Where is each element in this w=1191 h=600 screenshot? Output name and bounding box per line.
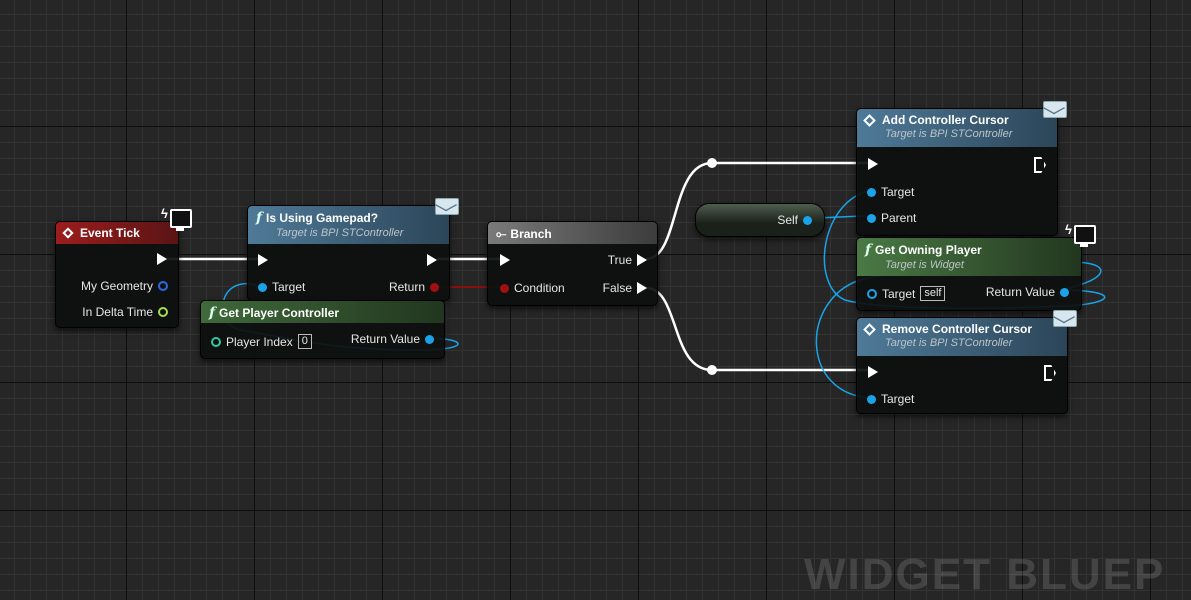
return-value-pin[interactable]: Return Value bbox=[351, 332, 434, 346]
function-f-icon: f bbox=[256, 210, 263, 226]
exec-in-pin-icon[interactable] bbox=[868, 158, 878, 170]
bool-pin-icon bbox=[500, 283, 509, 293]
self-label: Self bbox=[777, 213, 798, 227]
player-index-input[interactable]: 0 bbox=[297, 334, 312, 349]
return-value-label: Return Value bbox=[350, 332, 420, 346]
object-pin-icon bbox=[1060, 287, 1069, 297]
monitor-icon bbox=[170, 209, 192, 231]
object-pin-icon bbox=[867, 288, 877, 299]
monitor-icon bbox=[1074, 225, 1096, 247]
branch-icon: ⟜ bbox=[496, 226, 507, 241]
player-index-pin[interactable]: Player Index 0 bbox=[211, 334, 312, 349]
function-f-icon: f bbox=[209, 305, 216, 321]
widget-blueprint-watermark: WIDGET BLUEP bbox=[804, 550, 1166, 599]
in-delta-time-pin[interactable]: In Delta Time bbox=[82, 305, 168, 319]
target-label: Target bbox=[882, 286, 916, 301]
condition-label: Condition bbox=[514, 281, 565, 295]
lightning-icon: ϟ bbox=[1065, 222, 1072, 237]
exec-in-pin-icon[interactable] bbox=[500, 254, 510, 266]
object-pin-icon bbox=[803, 215, 812, 225]
event-tick-header: Event Tick bbox=[56, 222, 178, 244]
get-owning-player-subtitle: Target is Widget bbox=[885, 259, 964, 271]
function-diamond-icon bbox=[863, 322, 876, 336]
event-tick-node[interactable]: Event Tick My Geometry In Delta Time bbox=[55, 221, 179, 328]
false-label: False bbox=[602, 281, 632, 295]
remove-controller-cursor-header: Remove Controller Cursor Target is BPI S… bbox=[857, 318, 1067, 356]
object-pin-icon bbox=[425, 334, 434, 344]
my-geometry-pin[interactable]: My Geometry bbox=[81, 279, 168, 293]
return-pin[interactable]: Return bbox=[389, 280, 439, 294]
in-delta-time-label: In Delta Time bbox=[82, 305, 153, 319]
true-pin[interactable]: True bbox=[608, 253, 647, 267]
false-pin[interactable]: False bbox=[603, 281, 647, 295]
add-controller-cursor-title: Add Controller Cursor bbox=[882, 113, 1009, 127]
player-index-label: Player Index bbox=[226, 334, 293, 349]
object-pin-icon bbox=[867, 213, 876, 223]
condition-pin[interactable]: Condition bbox=[500, 281, 565, 295]
exec-out-pin-icon bbox=[637, 282, 647, 294]
self-pin[interactable]: Self bbox=[777, 213, 812, 227]
struct-pin-icon bbox=[158, 281, 168, 291]
get-owning-player-title: Get Owning Player bbox=[875, 243, 982, 257]
branch-node[interactable]: ⟜Branch True Condition False bbox=[487, 221, 658, 306]
target-label: Target bbox=[881, 185, 915, 199]
remove-controller-cursor-subtitle: Target is BPI STController bbox=[885, 337, 1013, 349]
return-value-pin[interactable]: Return Value bbox=[986, 285, 1069, 299]
target-label: Target bbox=[272, 280, 306, 294]
is-using-gamepad-title: Is Using Gamepad? bbox=[266, 211, 379, 225]
target-pin[interactable]: Target bbox=[867, 392, 914, 406]
exec-out-pin-icon bbox=[637, 254, 647, 266]
object-pin-icon bbox=[867, 187, 876, 197]
target-self-input[interactable]: self bbox=[920, 286, 946, 301]
parent-pin[interactable]: Parent bbox=[867, 211, 916, 225]
exec-wire-false bbox=[645, 286, 868, 372]
add-controller-cursor-header: Add Controller Cursor Target is BPI STCo… bbox=[857, 109, 1057, 147]
event-diamond-icon bbox=[62, 227, 74, 239]
true-label: True bbox=[607, 253, 632, 267]
target-pin[interactable]: Target bbox=[867, 185, 914, 199]
return-value-label: Return Value bbox=[985, 285, 1055, 299]
float-pin-icon bbox=[158, 307, 168, 317]
interface-message-icon bbox=[435, 198, 459, 215]
my-geometry-label: My Geometry bbox=[80, 279, 153, 293]
exec-in-pin-icon[interactable] bbox=[258, 254, 268, 266]
parent-label: Parent bbox=[881, 211, 917, 225]
target-label: Target bbox=[881, 392, 915, 406]
exec-in-pin-icon[interactable] bbox=[868, 366, 878, 378]
add-controller-cursor-subtitle: Target is BPI STController bbox=[885, 128, 1013, 140]
int-pin-icon bbox=[211, 336, 221, 347]
function-f-icon: f bbox=[865, 242, 872, 258]
exec-out-pin-icon[interactable] bbox=[427, 254, 437, 266]
add-controller-cursor-node[interactable]: Add Controller Cursor Target is BPI STCo… bbox=[856, 108, 1058, 236]
bool-pin-icon bbox=[430, 282, 439, 292]
exec-out-pin-icon[interactable] bbox=[157, 253, 167, 265]
interface-message-icon bbox=[1053, 310, 1077, 327]
interface-message-icon bbox=[1043, 101, 1067, 118]
function-diamond-icon bbox=[863, 113, 876, 127]
is-using-gamepad-subtitle: Target is BPI STController bbox=[276, 227, 404, 239]
object-pin-icon bbox=[258, 282, 267, 292]
branch-header: ⟜Branch bbox=[488, 222, 657, 244]
target-pin[interactable]: Target bbox=[258, 280, 305, 294]
return-label: Return bbox=[388, 280, 425, 294]
branch-title: Branch bbox=[510, 227, 552, 241]
lightning-icon: ϟ bbox=[161, 206, 168, 221]
remove-controller-cursor-node[interactable]: Remove Controller Cursor Target is BPI S… bbox=[856, 317, 1068, 414]
remove-controller-cursor-title: Remove Controller Cursor bbox=[882, 322, 1033, 336]
self-node[interactable]: Self bbox=[695, 203, 825, 237]
event-tick-title: Event Tick bbox=[80, 226, 140, 240]
target-pin[interactable]: Target self bbox=[867, 286, 946, 301]
exec-out-pin-icon[interactable] bbox=[1034, 157, 1046, 173]
object-pin-icon bbox=[867, 394, 876, 404]
get-player-controller-title: Get Player Controller bbox=[219, 306, 340, 320]
exec-out-pin-icon[interactable] bbox=[1044, 365, 1056, 381]
